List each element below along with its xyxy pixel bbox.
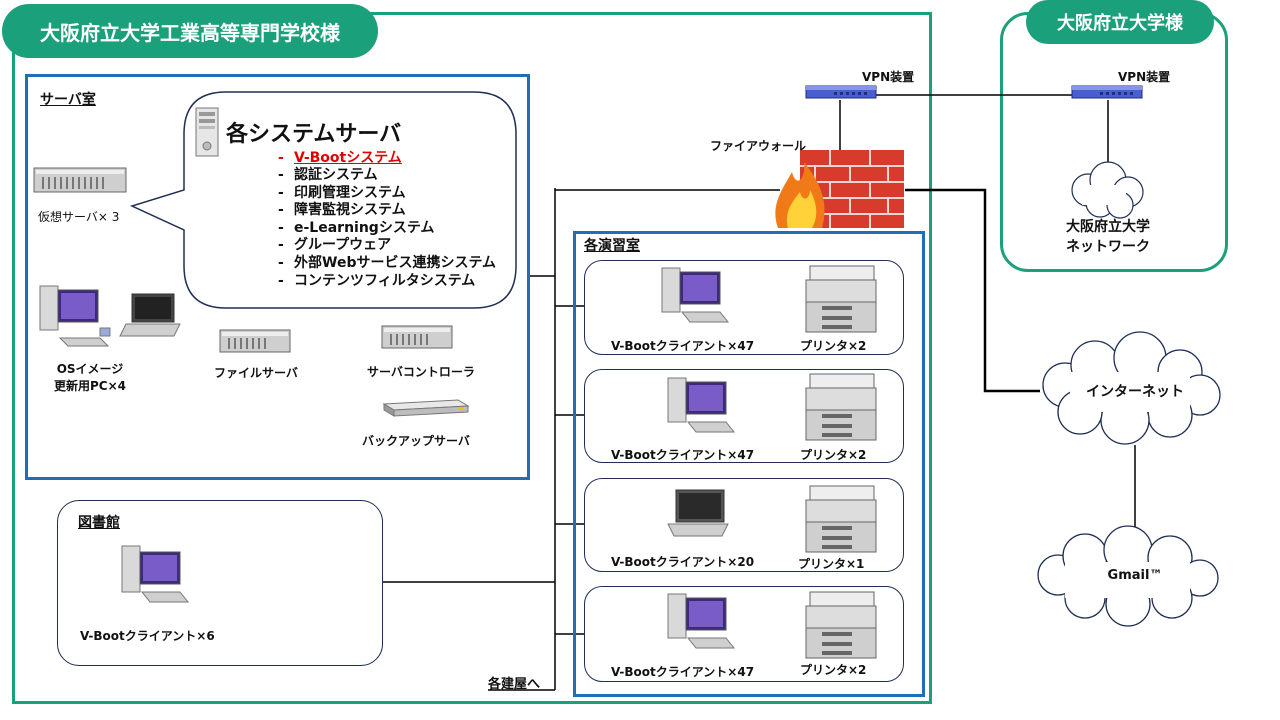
room-client-label: V-Bootクライアント×47	[611, 448, 755, 462]
exercise-rooms-label: 各演習室	[584, 238, 640, 254]
system-item: -e-Learningシステム	[278, 220, 435, 236]
system-item: -グループウェア	[278, 237, 392, 253]
room-client-label: V-Bootクライアント×47	[611, 665, 755, 679]
printer-icon	[805, 265, 877, 333]
room-printer-label: プリンタ×1	[798, 557, 865, 571]
firewall-label: ファイアウォール	[710, 139, 807, 153]
library-frame	[57, 500, 383, 666]
vpn-device-icon	[805, 85, 877, 99]
exercise-rooms-frame	[573, 231, 925, 697]
library-client-label: V-Bootクライアント×6	[80, 629, 215, 643]
room-client-label: V-Bootクライアント×47	[611, 339, 755, 353]
vpn-device-label-university: VPN装置	[1118, 70, 1171, 84]
room-printer-label: プリンタ×2	[800, 663, 867, 677]
room-printer-label: プリンタ×2	[800, 448, 867, 462]
desktop-pc-icon	[667, 377, 736, 433]
system-item: -外部Webサービス連携システム	[278, 255, 497, 271]
school-campus-title: 大阪府立大学工業高等専門学校様	[2, 4, 378, 58]
gmail-cloud	[1037, 525, 1219, 627]
virtual-server-label: 仮想サーバ× 3	[38, 210, 120, 224]
system-item: -認証システム	[278, 167, 378, 183]
vpn-device-label-school: VPN装置	[862, 70, 915, 84]
tower-server-icon	[195, 107, 219, 157]
system-item: -印刷管理システム	[278, 185, 406, 201]
system-item: -障害監視システム	[278, 202, 406, 218]
to-buildings-label: 各建屋へ	[488, 677, 541, 692]
backup-server-label: バックアップサーバ	[362, 434, 470, 448]
university-network-cloud	[1071, 161, 1144, 219]
os-image-pc-icon	[39, 285, 181, 347]
printer-icon	[805, 485, 877, 553]
desktop-pc-icon	[121, 545, 190, 603]
university-title: 大阪府立大学様	[1026, 0, 1214, 44]
internet-label: インターネット	[1086, 384, 1184, 400]
backup-server-icon	[382, 399, 470, 417]
printer-icon	[805, 373, 877, 441]
file-server-icon	[219, 329, 291, 353]
firewall-internet-line	[905, 188, 1040, 393]
library-label: 図書館	[78, 515, 120, 531]
system-server-bubble	[129, 91, 517, 309]
room-client-label: V-Bootクライアント×20	[611, 555, 755, 569]
server-room-label: サーバ室	[40, 92, 96, 108]
gmail-label: Gmail™	[1107, 568, 1163, 583]
printer-icon	[805, 591, 877, 659]
system-server-title: 各システムサーバ	[226, 122, 402, 147]
vpn-device-icon	[1071, 85, 1143, 99]
internet-cloud	[1042, 331, 1221, 445]
room-printer-label: プリンタ×2	[800, 339, 867, 353]
os-image-pc-label: OSイメージ更新用PC×4	[53, 362, 126, 393]
university-network-label: 大阪府立大学ネットワーク	[1066, 219, 1150, 255]
firewall-icon	[775, 150, 904, 228]
server-controller-icon	[381, 325, 453, 349]
server-controller-label: サーバコントローラ	[367, 365, 475, 379]
school-campus-frame	[12, 12, 932, 704]
rack-server-icon	[33, 167, 127, 193]
laptop-icon	[667, 489, 729, 537]
system-item-vboot: -V-Bootシステム	[278, 150, 402, 166]
file-server-label: ファイルサーバ	[214, 366, 298, 380]
desktop-pc-icon	[661, 267, 730, 323]
desktop-pc-icon	[667, 593, 736, 649]
system-item: -コンテンツフィルタシステム	[278, 273, 476, 289]
server-room-frame	[25, 74, 530, 480]
